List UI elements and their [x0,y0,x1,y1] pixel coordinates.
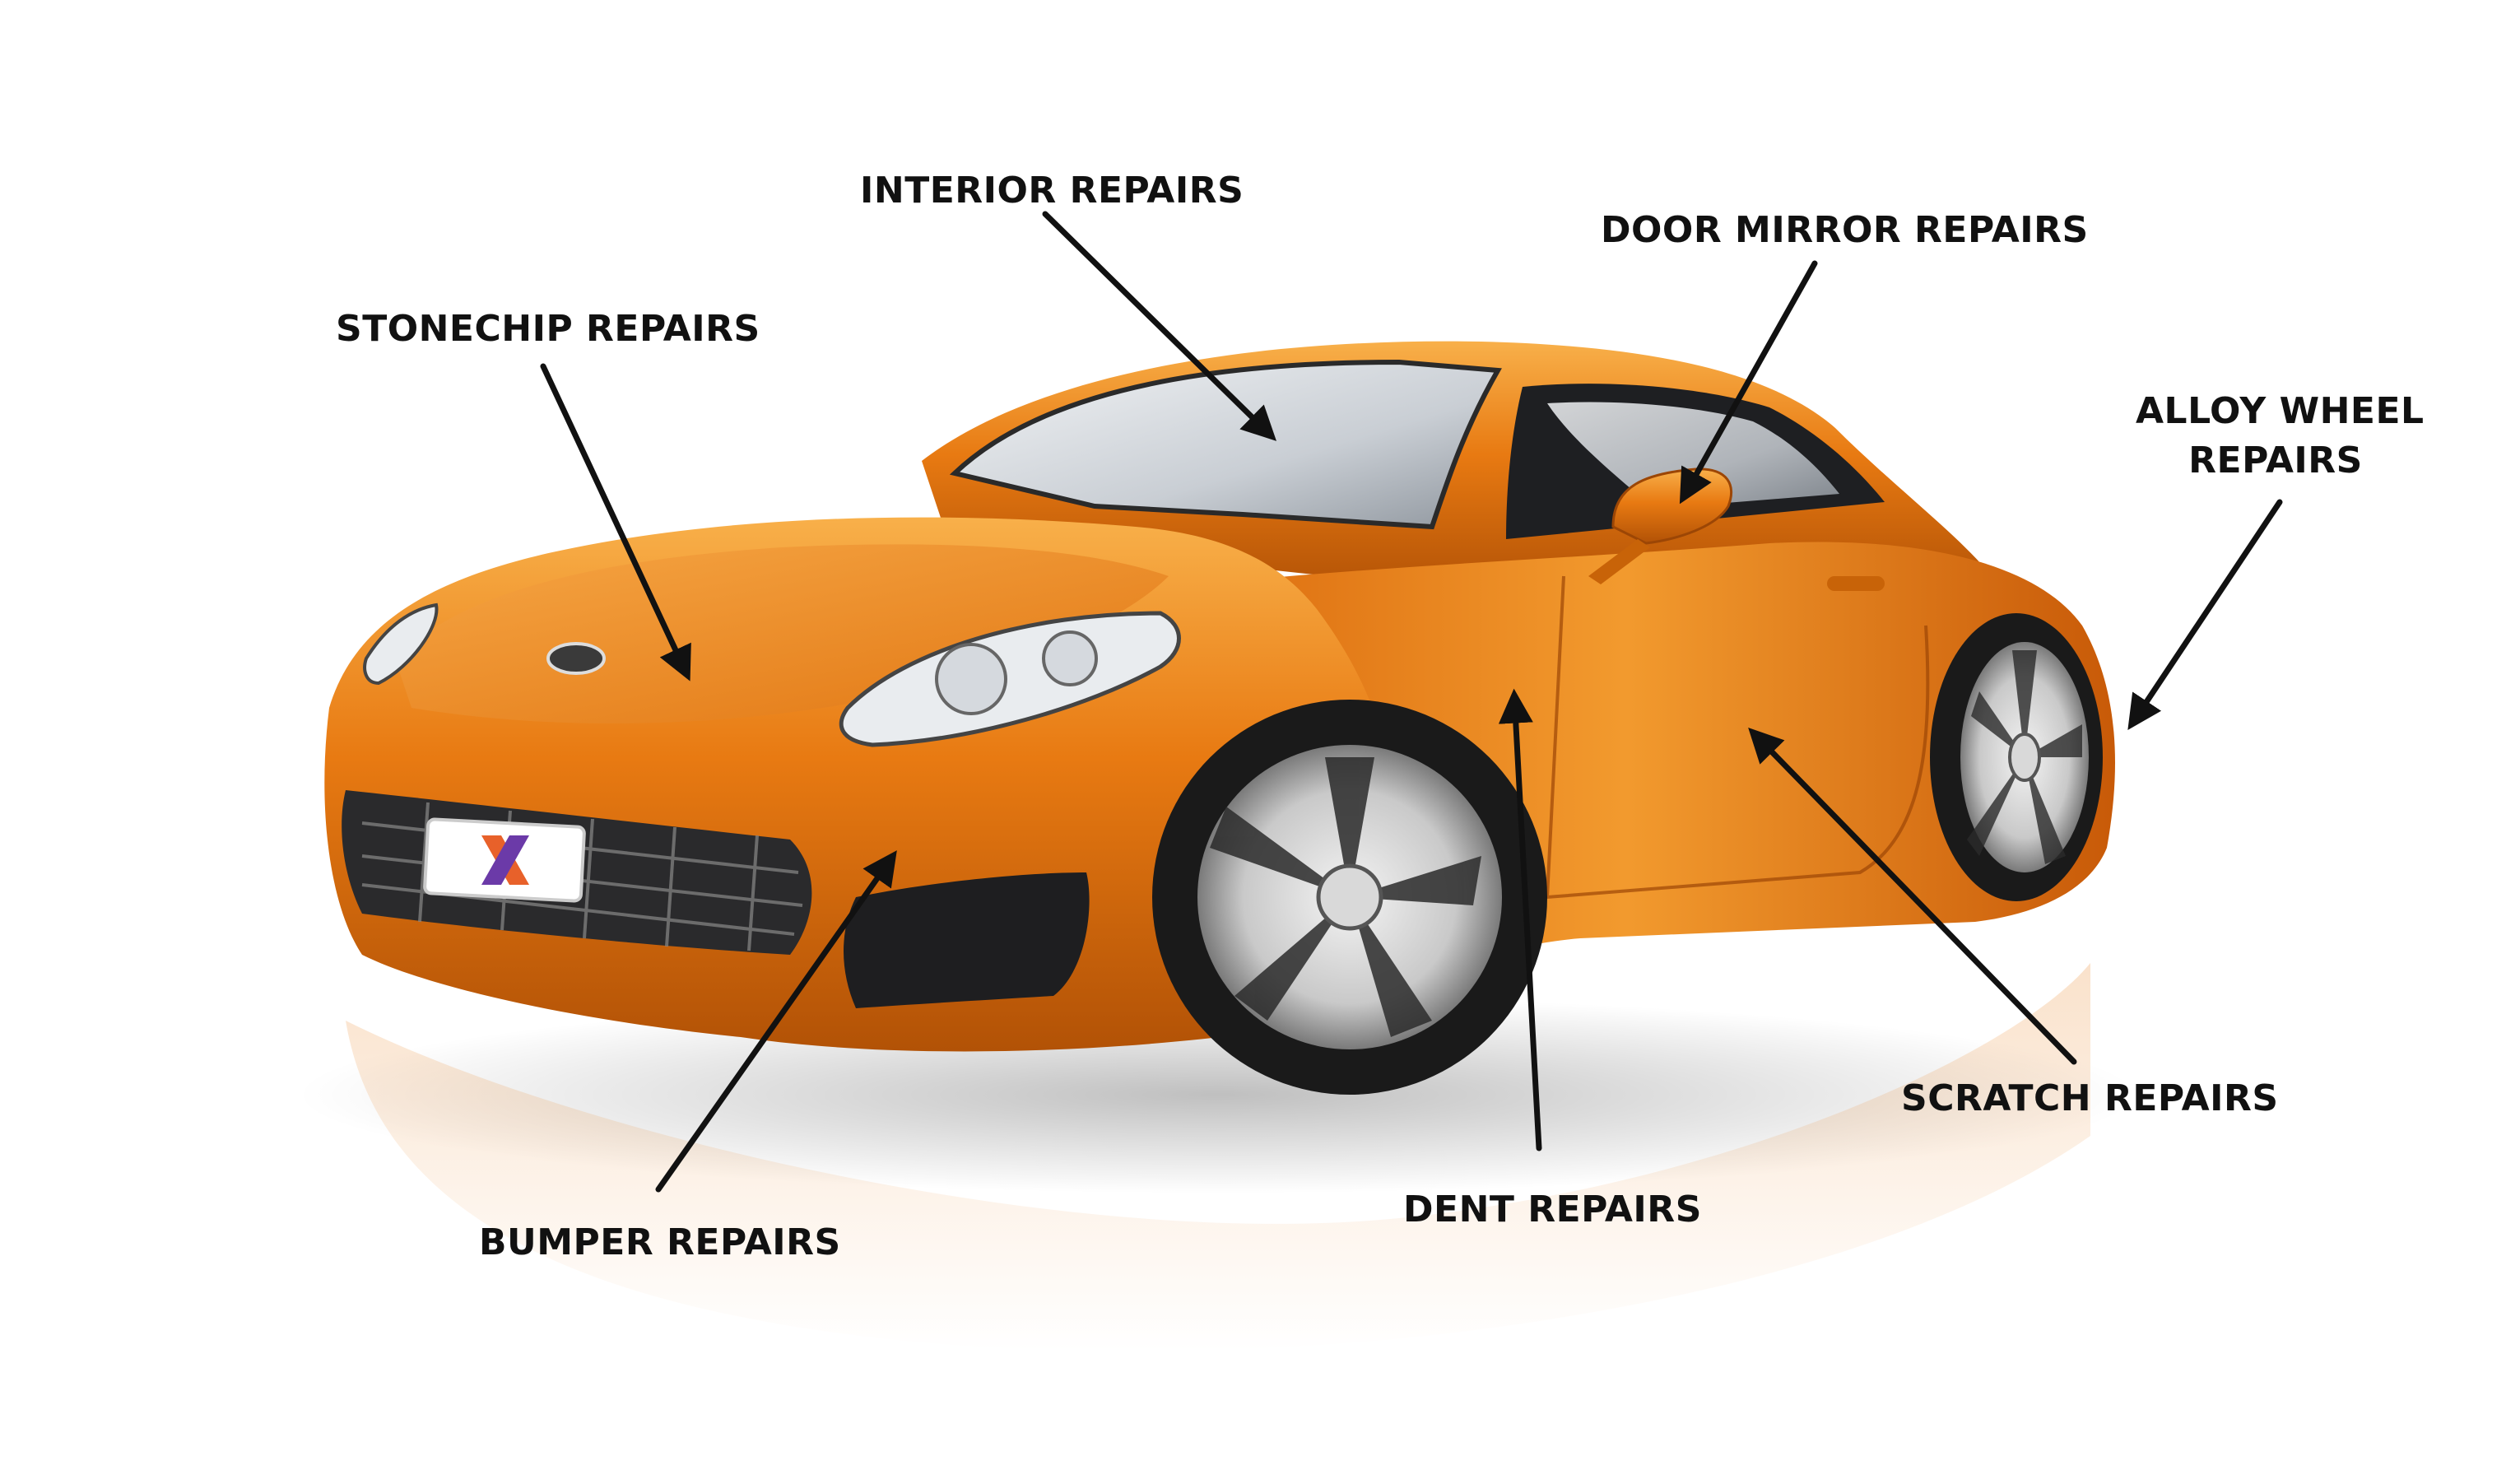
scratch-repairs-label: SCRATCH REPAIRS [1901,1077,2279,1119]
hood [395,544,1169,723]
headlight-lens [1042,630,1098,686]
headlight-left [363,602,439,686]
interior-arrow [1042,211,1276,441]
alloy-wheel-label-line2: REPAIRS [2188,440,2363,481]
side-window-glass [1547,402,1839,509]
mirror-stalk [1588,539,1650,584]
dent-arrow [1498,688,1542,1151]
alloy-wheel-label-line1: ALLOY WHEEL [2136,390,2425,432]
door-mirror-repairs-label: DOOR MIRROR REPAIRS [1601,209,2089,251]
bumper-arrow [655,850,897,1193]
front-wheel-hub [1316,863,1383,931]
x-brand-logo-icon [481,835,529,885]
windshield [949,359,1502,530]
interior-repairs-label: INTERIOR REPAIRS [860,170,1244,212]
rear-wheel-spokes [1967,650,2082,864]
front-wheel-spokes [1210,757,1481,1037]
scratch-arrow [1748,727,2077,1065]
stonechip-repairs-label: STONECHIP REPAIRS [336,308,760,350]
fog-light-vent [844,872,1090,1008]
alloy-wheel-repairs-label: ALLOY WHEEL REPAIRS [2136,387,2425,486]
door-mirror-arrow [1679,260,1818,505]
headlight-lens [935,643,1007,715]
door-handle [1827,576,1885,591]
stonechip-arrow [540,363,691,682]
door-line [1545,575,1930,900]
hood-badge [546,642,606,675]
alloy-wheel-arrow [2127,499,2283,730]
dent-repairs-label: DENT REPAIRS [1403,1189,1702,1230]
rear-wheel-hub [2008,733,2041,782]
car-reflection [346,963,2090,1352]
bumper-repairs-label: BUMPER REPAIRS [479,1221,841,1263]
